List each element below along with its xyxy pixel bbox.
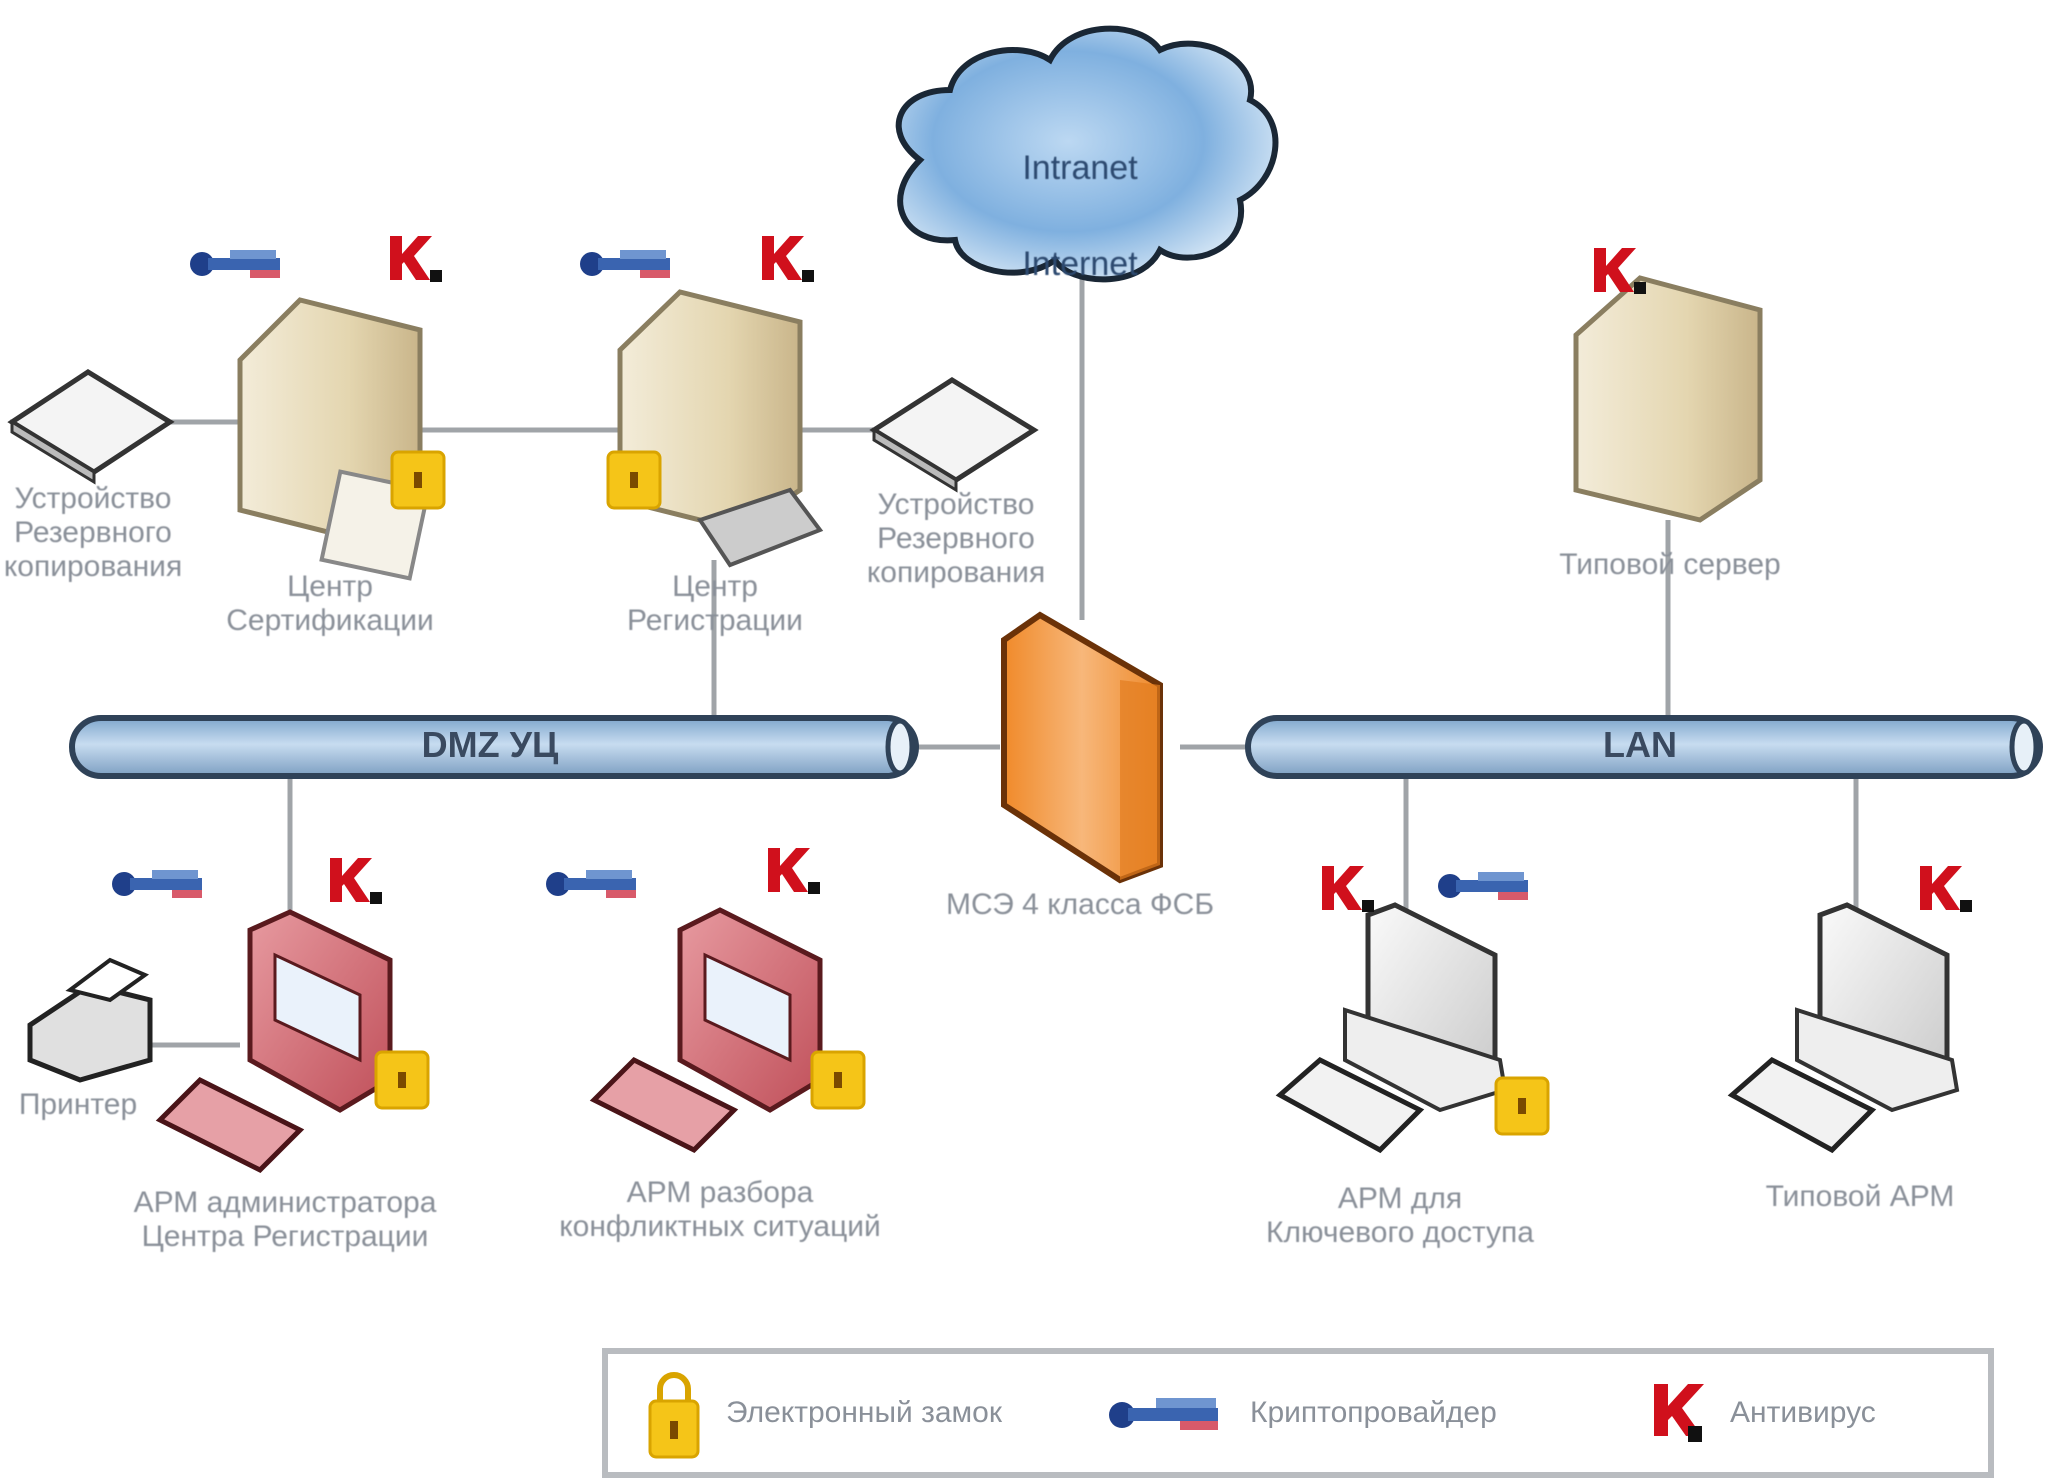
antivirus-badges (330, 236, 1972, 912)
lock-icon (374, 1050, 430, 1110)
key-access-ws-label: АРМ для Ключевого доступа (1266, 1182, 1534, 1249)
backup-device-left-icon (7, 369, 175, 485)
ra-admin-workstation-icon (155, 909, 393, 1174)
connection-lines (150, 270, 1859, 1048)
ca-server-icon (237, 297, 431, 581)
typical-ws-label: Типовой АРМ (1765, 1180, 1955, 1213)
antivirus-icon (762, 236, 814, 282)
lock-icon (810, 1050, 866, 1110)
cloud-label-line1: Intranet (1022, 149, 1138, 187)
crypto-badges (112, 250, 1528, 900)
legend-item-crypto: Криптопровайдер (1108, 1354, 1497, 1472)
crypto-provider-icon (1109, 1398, 1218, 1430)
printer-label: Принтер (18, 1088, 138, 1121)
crypto-provider-icon (190, 250, 280, 278)
dmz-bus-label: DMZ УЦ (421, 724, 559, 765)
conflict-workstation-icon (589, 907, 823, 1154)
dmz-bus (69, 715, 919, 779)
typical-server-icon (1573, 275, 1763, 523)
backup-right-label: Устройство Резервного копирования (866, 488, 1046, 589)
lan-bus (1245, 715, 2043, 779)
legend-crypto-text: Криптопровайдер (1250, 1396, 1497, 1429)
legend-antivirus-text: Антивирус (1730, 1396, 1876, 1429)
lock-badges (374, 450, 1550, 1136)
legend-item-lock: Электронный замок (644, 1354, 1002, 1472)
antivirus-icon (1920, 866, 1972, 912)
cloud-label-line2: Internet (1022, 245, 1138, 283)
crypto-provider-icon (546, 870, 636, 898)
printer-icon (27, 957, 153, 1083)
legend-item-antivirus: Антивирус (1648, 1354, 1876, 1472)
antivirus-icon (1654, 1384, 1704, 1442)
antivirus-icon (768, 848, 820, 894)
antivirus-icon (390, 236, 442, 282)
firewall-label: МСЭ 4 класса ФСБ (945, 888, 1215, 921)
crypto-provider-icon (112, 870, 202, 898)
firewall-icon (1001, 611, 1163, 884)
legend-lock-text: Электронный замок (726, 1396, 1002, 1429)
typical-workstation-icon (1727, 902, 1960, 1154)
ra-admin-ws-label: АРМ администратора Центра Регистрации (133, 1186, 437, 1253)
antivirus-icon (1594, 248, 1646, 294)
crypto-provider-icon (1438, 872, 1528, 900)
lock-icon (390, 450, 446, 510)
typical-server-label: Типовой сервер (1559, 548, 1781, 581)
backup-left-label: Устройство Резервного копирования (3, 482, 183, 583)
crypto-provider-icon (580, 250, 670, 278)
lan-bus-label: LAN (1603, 724, 1677, 765)
lock-icon (1494, 1076, 1550, 1136)
ra-server-icon (617, 289, 824, 568)
cloud-label: Intranet Internet (960, 96, 1200, 336)
lock-icon (606, 450, 662, 510)
backup-device-right-icon (869, 377, 1039, 493)
antivirus-icon (330, 858, 382, 904)
key-access-workstation-icon (1275, 902, 1508, 1154)
antivirus-icon (1322, 866, 1374, 912)
lock-icon (648, 1372, 700, 1459)
conflict-ws-label: АРМ разбора конфликтных ситуаций (559, 1176, 881, 1243)
legend: Электронный замок Криптопровайдер Антиви… (602, 1348, 1994, 1478)
cloud-icon (895, 25, 1279, 283)
ra-server-label: Центр Регистрации (627, 570, 803, 637)
ca-server-label: Центр Сертификации (226, 570, 434, 637)
